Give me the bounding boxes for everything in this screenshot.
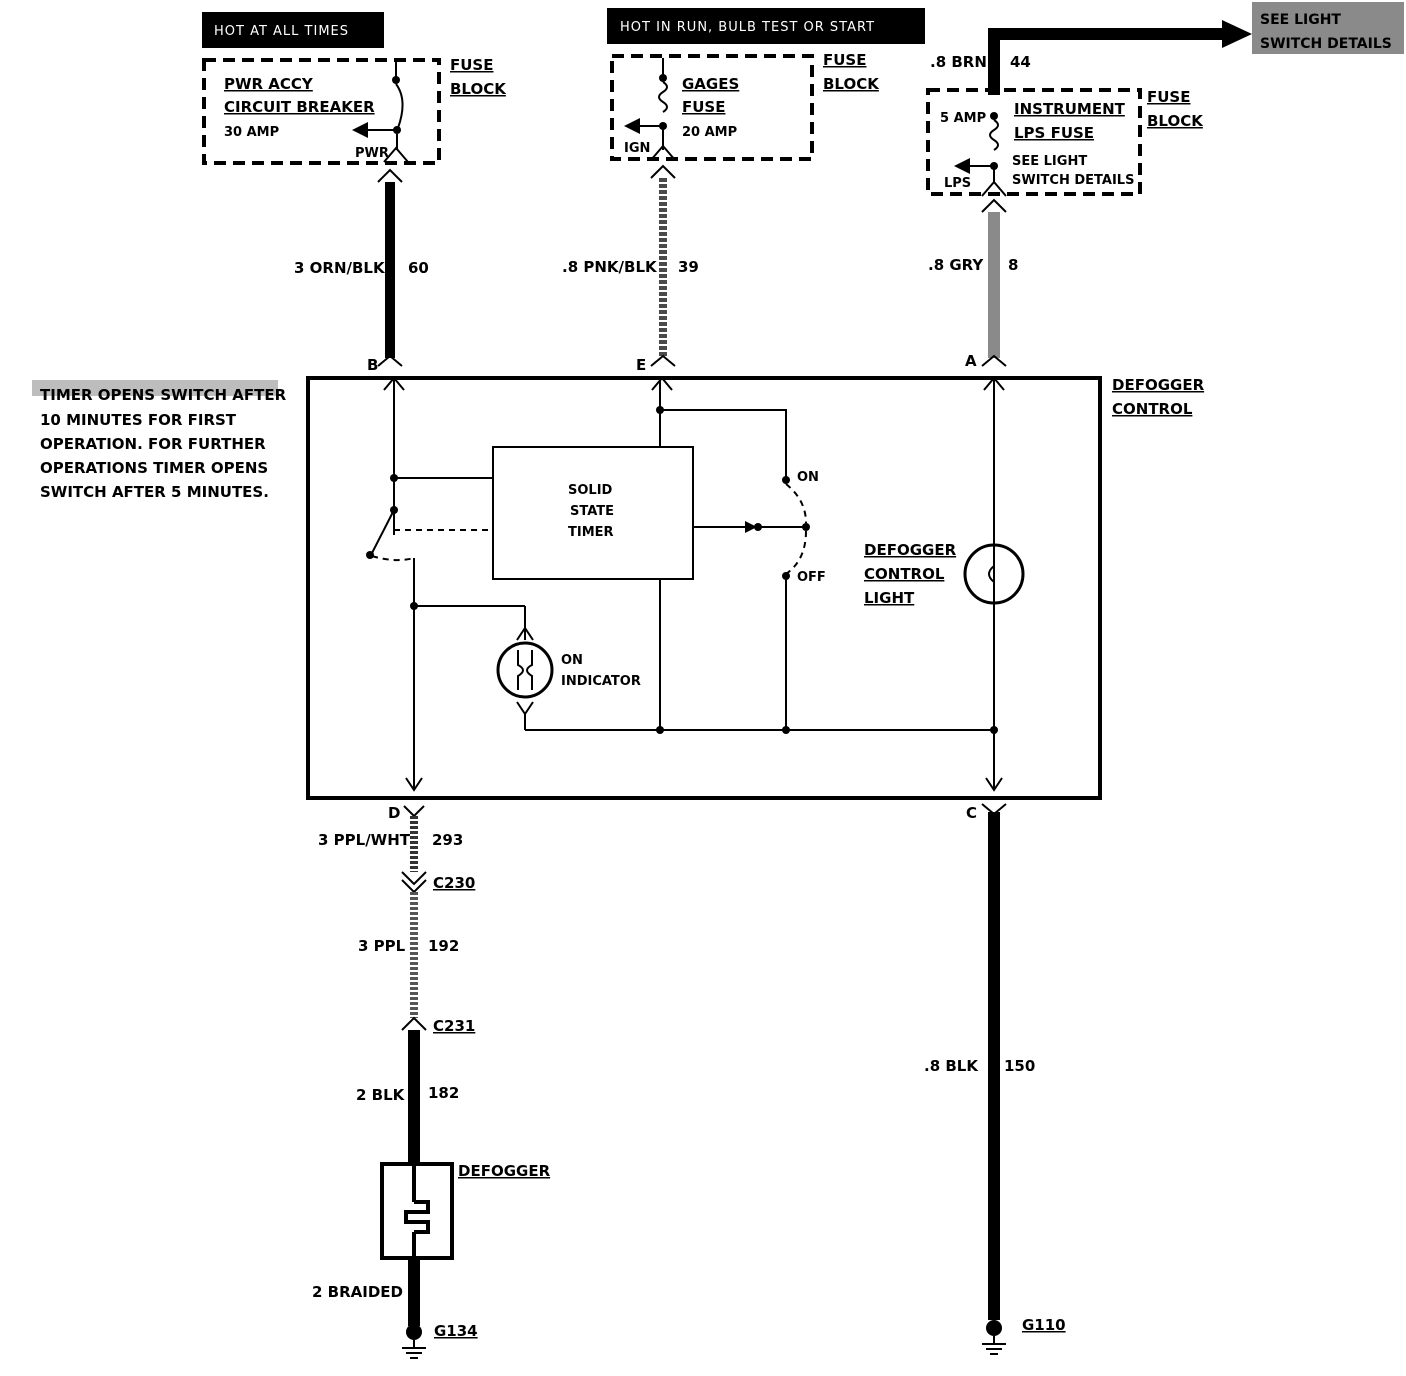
control-light-label-3: LIGHT <box>864 589 915 607</box>
ppl-wht-gauge: 3 PPL/WHT <box>318 831 411 849</box>
svg-text:SEE LIGHT: SEE LIGHT <box>1012 154 1087 169</box>
fuse-block-right: 5 AMP INSTRUMENT LPS FUSE SEE LIGHT SWIT… <box>926 88 1142 197</box>
svg-text:SEE LIGHT: SEE LIGHT <box>1260 12 1341 28</box>
svg-text:OPERATION. FOR FURTHER: OPERATION. FOR FURTHER <box>40 435 266 453</box>
on-indicator-label-1: ON <box>561 653 583 668</box>
ground-g110-icon <box>982 1320 1006 1355</box>
blk-182-circuit: 182 <box>428 1084 459 1102</box>
connector-c230 <box>401 871 427 894</box>
gry-wire <box>981 198 1007 367</box>
timer-label-2: STATE <box>570 504 614 519</box>
g134-label: G134 <box>434 1322 478 1340</box>
svg-text:PWR: PWR <box>355 146 389 161</box>
fuse-block-right-label-2: BLOCK <box>1147 112 1204 130</box>
defogger-control-title-1: DEFOGGER <box>1112 376 1205 394</box>
fuse-block-left-label-2: BLOCK <box>450 80 507 98</box>
fuse-block-middle-label-1: FUSE <box>823 51 866 69</box>
hot-in-run-label: HOT IN RUN, BULB TEST OR START <box>607 8 925 44</box>
timer-label-3: TIMER <box>568 525 614 540</box>
brn-wire-circuit: 44 <box>1010 53 1031 71</box>
svg-text:LPS FUSE: LPS FUSE <box>1014 124 1094 142</box>
terminal-c: C <box>966 804 977 822</box>
defogger-control-title-2: CONTROL <box>1112 400 1193 418</box>
defogger-label: DEFOGGER <box>458 1162 551 1180</box>
svg-text:SWITCH DETAILS: SWITCH DETAILS <box>1260 36 1392 52</box>
orn-blk-circuit: 60 <box>408 259 429 277</box>
svg-text:GAGES: GAGES <box>682 75 739 93</box>
fuse-block-left: PWR ACCY CIRCUIT BREAKER 30 AMP PWR <box>202 58 441 165</box>
svg-text:PWR ACCY: PWR ACCY <box>224 75 314 93</box>
timer-label-1: SOLID <box>568 483 613 498</box>
blk-182-gauge: 2 BLK <box>356 1086 406 1104</box>
terminal-a: A <box>965 352 977 370</box>
blk-150-circuit: 150 <box>1004 1057 1035 1075</box>
svg-text:SWITCH DETAILS: SWITCH DETAILS <box>1012 173 1134 188</box>
svg-text:30 AMP: 30 AMP <box>224 125 279 140</box>
fuse-block-left-label-1: FUSE <box>450 56 493 74</box>
defogger-control-light <box>963 543 1025 605</box>
svg-text:TIMER OPENS SWITCH AFTER: TIMER OPENS SWITCH AFTER <box>40 386 287 404</box>
see-light-switch-label: SEE LIGHT SWITCH DETAILS <box>1252 2 1404 54</box>
switch-off-label: OFF <box>797 570 826 585</box>
ppl-circuit: 192 <box>428 937 459 955</box>
pnk-blk-wire <box>650 164 676 367</box>
brn-wire-gauge: .8 BRN <box>930 53 987 71</box>
ground-g134-icon <box>402 1324 426 1359</box>
switch-on-label: ON <box>797 470 819 485</box>
ppl-wht-circuit: 293 <box>432 831 463 849</box>
terminal-e: E <box>636 356 646 374</box>
svg-text:20 AMP: 20 AMP <box>682 125 737 140</box>
blk-150-wire <box>981 803 1007 1320</box>
svg-text:SWITCH AFTER 5 MINUTES.: SWITCH AFTER 5 MINUTES. <box>40 483 269 501</box>
pnk-blk-circuit: 39 <box>678 258 699 276</box>
svg-text:IGN: IGN <box>624 141 650 156</box>
connector-c231 <box>401 1016 427 1031</box>
svg-text:LPS: LPS <box>944 176 971 191</box>
fuse-block-middle: GAGES FUSE 20 AMP IGN <box>610 54 814 161</box>
svg-text:5 AMP: 5 AMP <box>940 111 986 126</box>
terminal-b: B <box>367 356 378 374</box>
fuse-block-middle-label-2: BLOCK <box>823 75 880 93</box>
svg-text:OPERATIONS TIMER OPENS: OPERATIONS TIMER OPENS <box>40 459 268 477</box>
on-indicator-lamp <box>496 626 554 716</box>
gry-gauge: .8 GRY <box>928 256 984 274</box>
svg-text:HOT AT ALL TIMES: HOT AT ALL TIMES <box>214 24 349 39</box>
control-light-label-1: DEFOGGER <box>864 541 957 559</box>
ppl-wht-wire <box>403 805 425 872</box>
c231-label: C231 <box>433 1017 475 1035</box>
ppl-gauge: 3 PPL <box>358 937 406 955</box>
fuse-block-right-label-1: FUSE <box>1147 88 1190 106</box>
defogger-control-module: B E A D C SOLID STATE TIMER <box>306 352 1102 822</box>
g110-label: G110 <box>1022 1316 1066 1334</box>
orn-blk-wire <box>377 168 403 367</box>
hot-at-all-times-label: HOT AT ALL TIMES <box>202 12 384 48</box>
svg-text:CIRCUIT BREAKER: CIRCUIT BREAKER <box>224 98 375 116</box>
svg-text:INSTRUMENT: INSTRUMENT <box>1014 100 1126 118</box>
c230-label: C230 <box>433 874 475 892</box>
blk-150-gauge: .8 BLK <box>924 1057 979 1075</box>
defogger-grid <box>380 1162 454 1260</box>
svg-text:HOT IN RUN, BULB TEST OR START: HOT IN RUN, BULB TEST OR START <box>620 20 875 35</box>
braided-gauge: 2 BRAIDED <box>312 1283 403 1301</box>
brn-wire-to-light-switch <box>988 20 1252 95</box>
on-indicator-label-2: INDICATOR <box>561 674 641 689</box>
timer-note: TIMER OPENS SWITCH AFTER 10 MINUTES FOR … <box>32 380 287 501</box>
pnk-blk-gauge: .8 PNK/BLK <box>562 258 658 276</box>
gry-circuit: 8 <box>1008 256 1018 274</box>
svg-text:FUSE: FUSE <box>682 98 725 116</box>
terminal-d: D <box>388 804 400 822</box>
orn-blk-gauge: 3 ORN/BLK <box>294 259 386 277</box>
control-light-label-2: CONTROL <box>864 565 945 583</box>
svg-text:10 MINUTES FOR FIRST: 10 MINUTES FOR FIRST <box>40 411 237 429</box>
